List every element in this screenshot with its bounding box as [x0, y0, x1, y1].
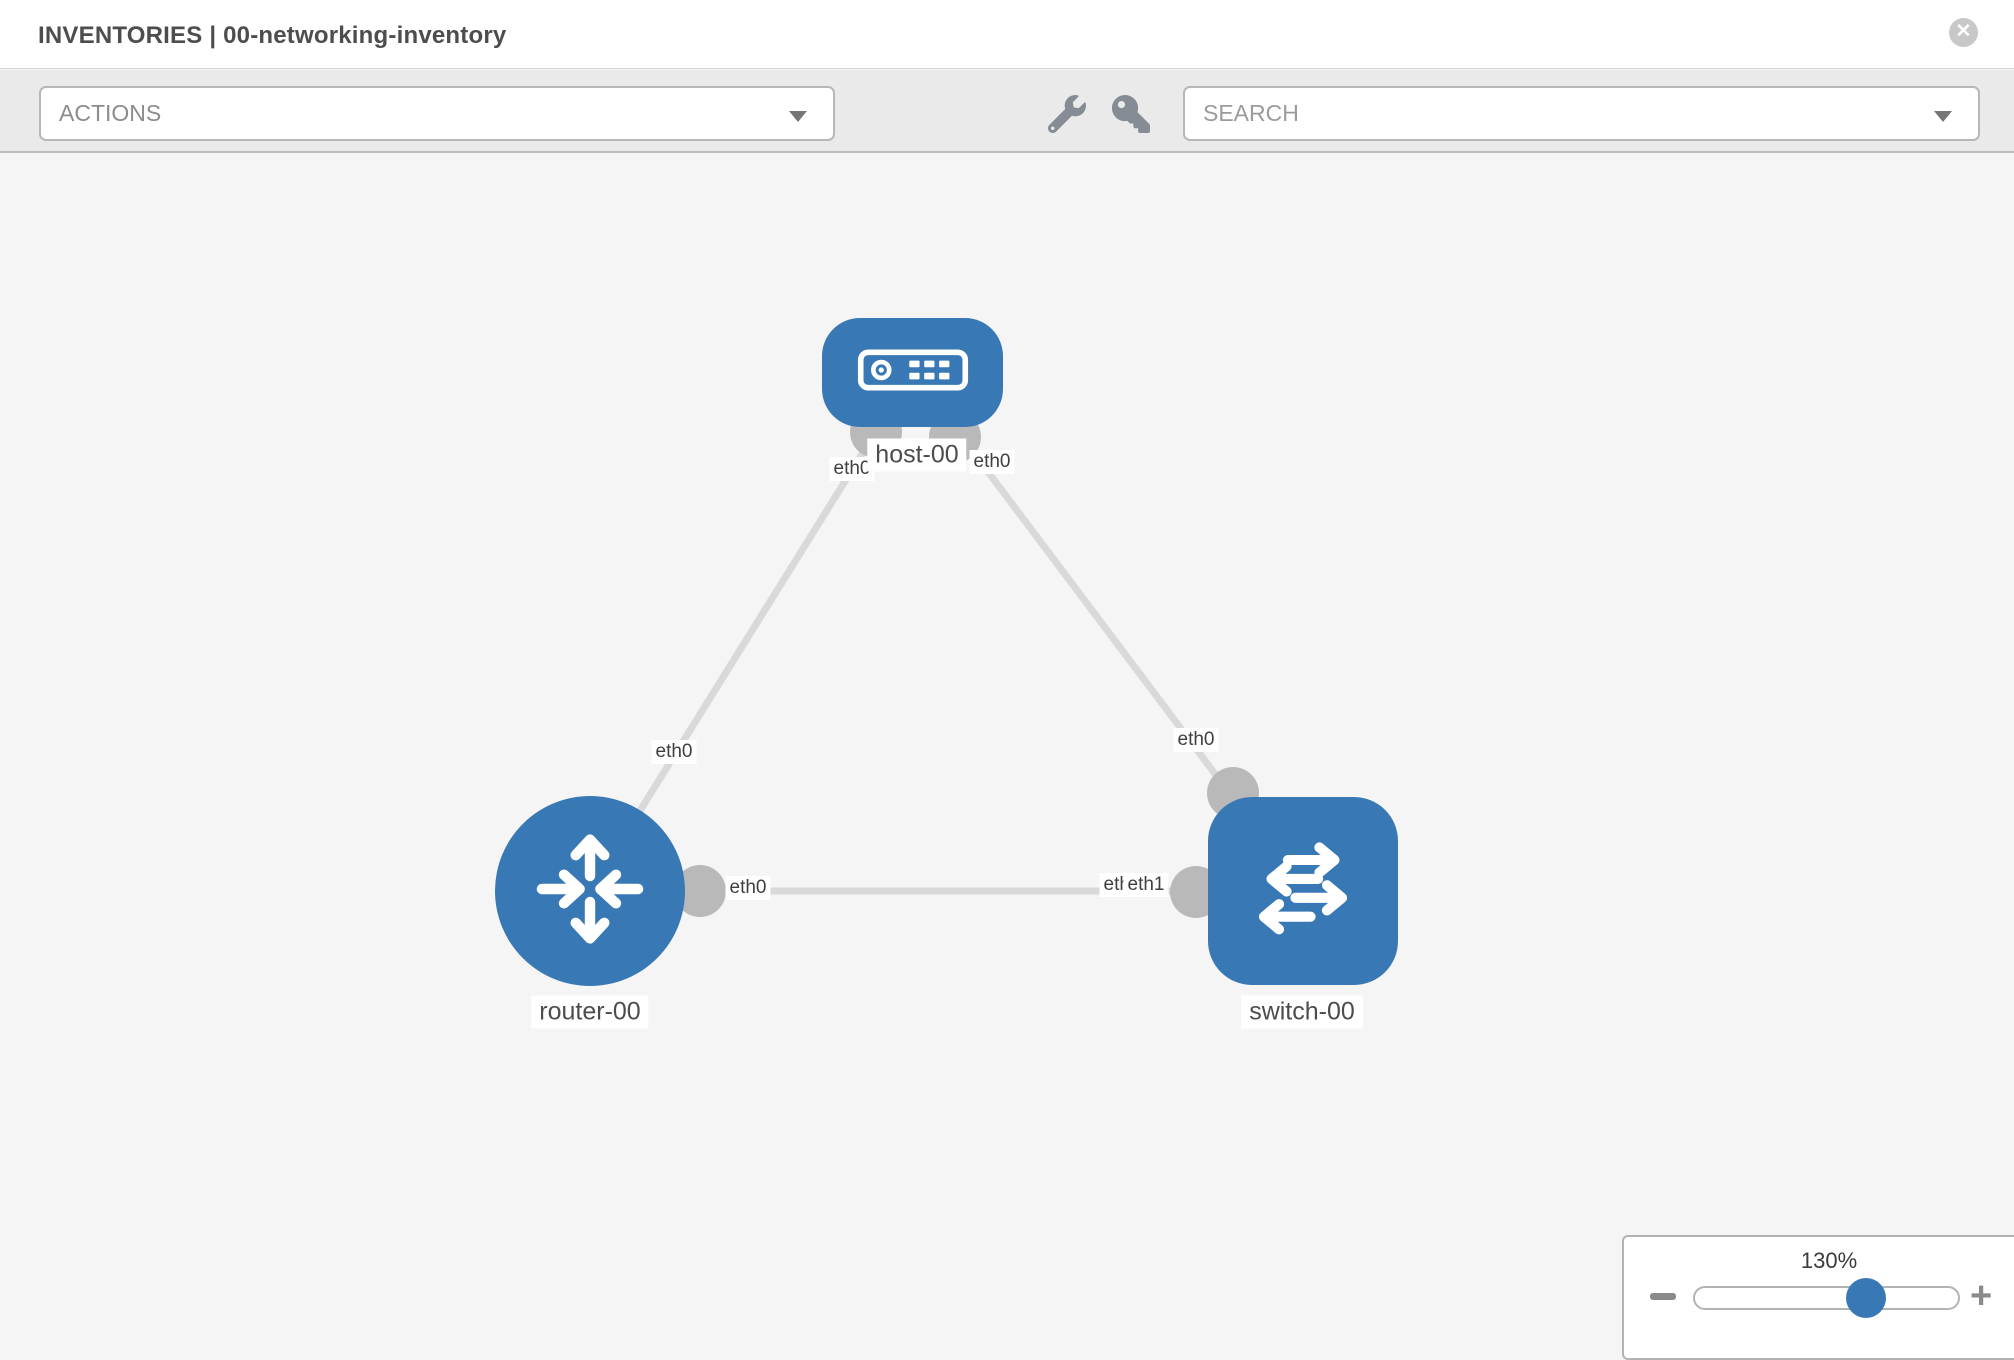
chevron-down-icon — [1934, 111, 1952, 122]
node-label-router: router-00 — [531, 995, 649, 1029]
chevron-down-icon — [789, 111, 807, 122]
topology-links — [587, 369, 1306, 895]
wrench-icon[interactable] — [1047, 95, 1086, 134]
node-router-00[interactable] — [495, 796, 685, 986]
node-host-00[interactable] — [822, 318, 1003, 427]
zoom-slider-thumb[interactable] — [1846, 1278, 1886, 1318]
node-label-switch: switch-00 — [1241, 995, 1363, 1029]
router-icon — [525, 824, 655, 959]
node-label-host: host-00 — [867, 438, 967, 472]
zoom-panel: 130% + — [1622, 1235, 2014, 1360]
topology-canvas[interactable]: host-00 router-00 switch-00 eth0 eth0 et… — [0, 153, 2014, 1360]
page-title: INVENTORIES | 00-networking-inventory — [38, 22, 507, 49]
node-switch-00[interactable] — [1208, 797, 1398, 985]
header: INVENTORIES | 00-networking-inventory ✕ — [0, 0, 2014, 69]
search-dropdown-label: SEARCH — [1203, 100, 1299, 126]
search-dropdown[interactable]: SEARCH — [1183, 86, 1980, 141]
port-label-eth0: eth0 — [829, 457, 875, 481]
close-icon[interactable]: ✕ — [1949, 18, 1978, 47]
port-label-eth0: eth0 — [969, 450, 1015, 474]
port-label-eth0: eth0 — [1173, 728, 1219, 752]
actions-dropdown-label: ACTIONS — [59, 100, 162, 126]
host-icon — [857, 348, 969, 397]
switch-icon — [1240, 826, 1366, 957]
port-label-eth1: eth1 — [1123, 873, 1169, 897]
actions-dropdown[interactable]: ACTIONS — [39, 86, 835, 141]
zoom-level: 130% — [1800, 1248, 1858, 1273]
toolbar: ACTIONS SEARCH — [0, 70, 2014, 153]
zoom-out-button[interactable] — [1650, 1293, 1676, 1300]
port-label-eth0: eth0 — [651, 740, 697, 764]
key-icon[interactable] — [1112, 95, 1150, 133]
port-label-eth0: eth0 — [725, 876, 771, 900]
zoom-in-button[interactable]: + — [1970, 1275, 1993, 1317]
zoom-slider-track[interactable] — [1693, 1286, 1960, 1310]
